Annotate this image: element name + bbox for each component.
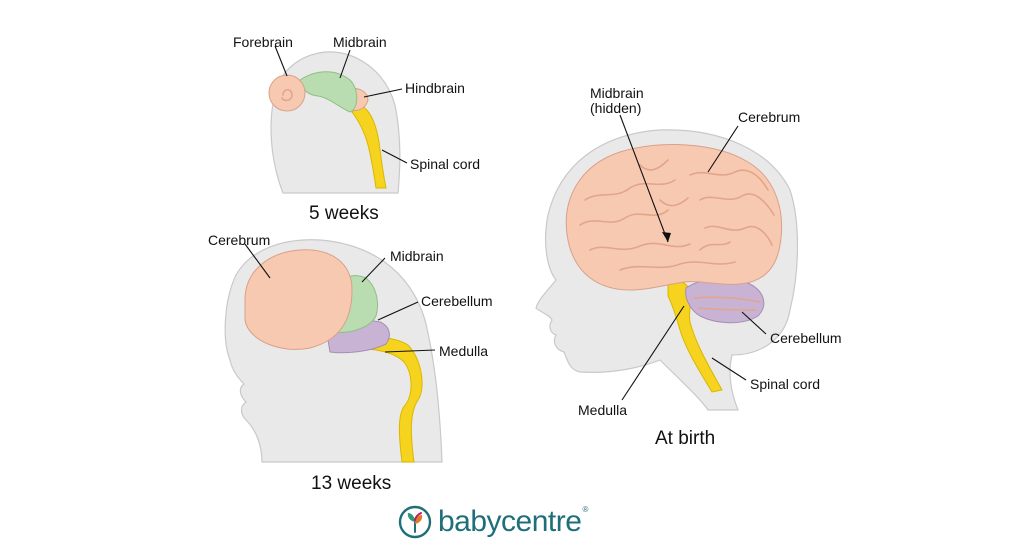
sprout-leaf-icon bbox=[398, 505, 432, 539]
stage-13-weeks: Cerebrum Midbrain Cerebellum Medulla 13 … bbox=[208, 232, 493, 494]
label-midbrain-5w: Midbrain bbox=[333, 34, 387, 50]
label-medulla-birth: Medulla bbox=[578, 402, 627, 418]
leader-spinal-cord-birth bbox=[711, 357, 747, 381]
label-cerebellum-birth: Cerebellum bbox=[770, 330, 842, 346]
label-midbrain-hidden-note: (hidden) bbox=[590, 100, 641, 116]
leader-cerebellum-13w bbox=[377, 301, 419, 321]
leader-medulla-birth bbox=[621, 305, 685, 401]
midbrain-shape bbox=[299, 71, 358, 113]
leader-midbrain-hidden bbox=[619, 114, 669, 243]
leader-cerebrum-13w bbox=[244, 243, 271, 279]
babycentre-logo: babycentre® bbox=[398, 500, 628, 544]
leader-cerebellum-birth bbox=[741, 311, 767, 335]
caption-5-weeks: 5 weeks bbox=[309, 203, 379, 224]
cerebellum-fold-2 bbox=[697, 307, 757, 311]
leader-medulla-13w bbox=[384, 349, 436, 353]
label-midbrain-birth: Midbrain bbox=[590, 85, 644, 101]
cerebrum-shape bbox=[565, 144, 783, 291]
arrowhead-midbrain-hidden bbox=[662, 232, 671, 242]
spinal-cord-shape bbox=[351, 104, 387, 189]
label-spinal-cord-birth: Spinal cord bbox=[750, 376, 820, 392]
label-cerebrum-13w: Cerebrum bbox=[208, 232, 270, 248]
label-hindbrain: Hindbrain bbox=[405, 80, 465, 96]
label-medulla-13w: Medulla bbox=[439, 343, 488, 359]
caption-13-weeks: 13 weeks bbox=[311, 473, 391, 494]
label-spinal-cord-5w: Spinal cord bbox=[410, 156, 480, 172]
forebrain-shape bbox=[268, 74, 306, 112]
leader-midbrain-13w bbox=[361, 257, 386, 283]
cerebrum-shape bbox=[244, 249, 353, 350]
leader-spinal-cord-5w bbox=[381, 149, 408, 164]
label-midbrain-13w: Midbrain bbox=[390, 248, 444, 264]
stage-at-birth: Midbrain (hidden) Cerebrum Cerebellum Sp… bbox=[535, 85, 842, 449]
cerebrum-gyri bbox=[579, 159, 775, 271]
stage-5-weeks: Forebrain Midbrain Hindbrain Spinal cord… bbox=[233, 34, 480, 224]
leader-hindbrain bbox=[363, 88, 403, 98]
leader-forebrain bbox=[274, 45, 288, 77]
caption-at-birth: At birth bbox=[655, 428, 715, 449]
label-cerebellum-13w: Cerebellum bbox=[421, 293, 493, 309]
spinal-cord-shape bbox=[337, 336, 423, 463]
logo-wordmark: babycentre® bbox=[438, 505, 588, 538]
forebrain-curl bbox=[281, 88, 293, 102]
leader-midbrain-5w bbox=[339, 49, 351, 79]
label-forebrain: Forebrain bbox=[233, 34, 293, 50]
cerebellum-fold-1 bbox=[693, 296, 761, 303]
leader-cerebrum-birth bbox=[707, 125, 739, 173]
label-cerebrum-birth: Cerebrum bbox=[738, 109, 800, 125]
